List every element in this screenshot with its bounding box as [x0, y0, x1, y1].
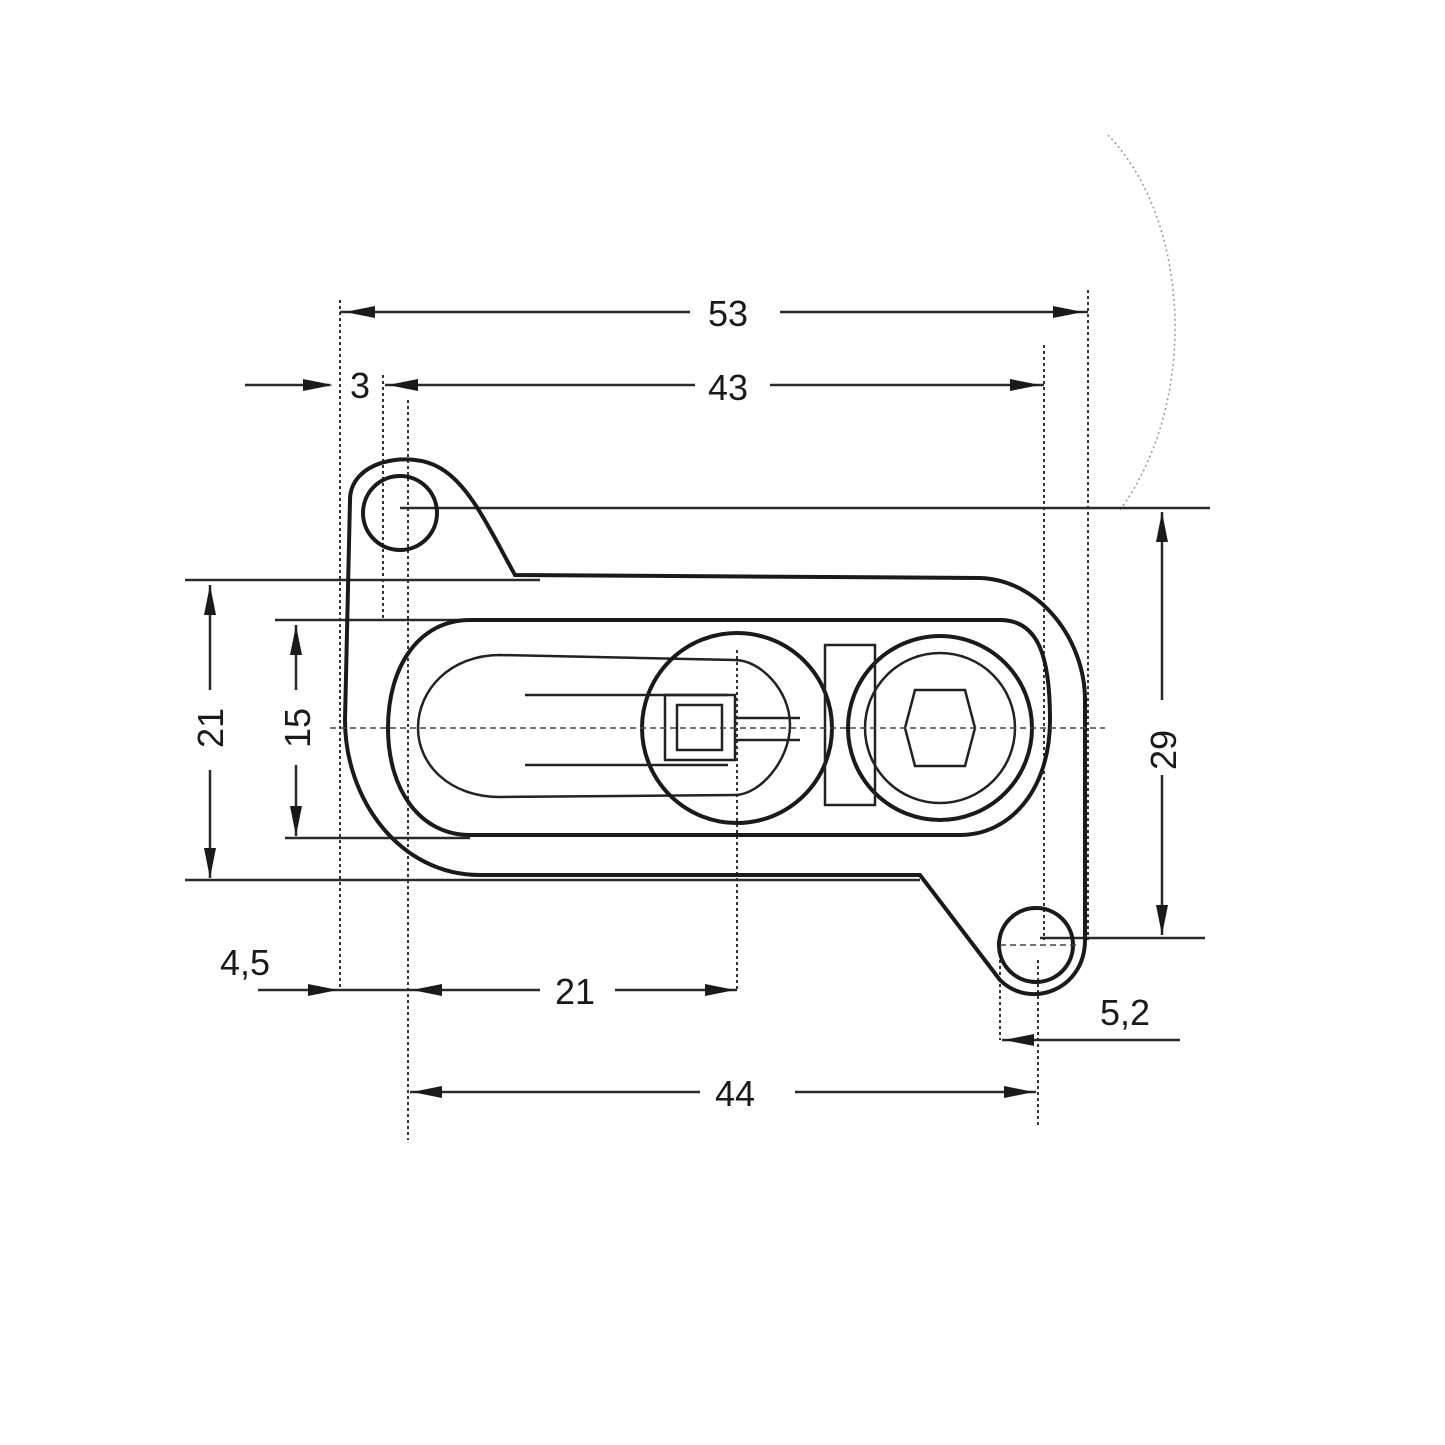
dimension-lines [204, 306, 1180, 1098]
dim-15: 15 [277, 708, 318, 748]
dim-5-2: 5,2 [1100, 992, 1150, 1033]
faint-arc [1107, 134, 1176, 511]
dim-3: 3 [350, 365, 370, 406]
dim-53: 53 [708, 293, 748, 334]
dim-43: 43 [708, 367, 748, 408]
dim-4-5: 4,5 [220, 942, 270, 983]
dim-29: 29 [1143, 730, 1184, 770]
part-outline [342, 457, 1087, 997]
dim-44: 44 [715, 1073, 755, 1114]
center-lines [330, 727, 1105, 946]
extension-lines [185, 290, 1210, 1140]
dim-21-vertical: 21 [190, 708, 231, 748]
dim-21: 21 [555, 971, 595, 1012]
